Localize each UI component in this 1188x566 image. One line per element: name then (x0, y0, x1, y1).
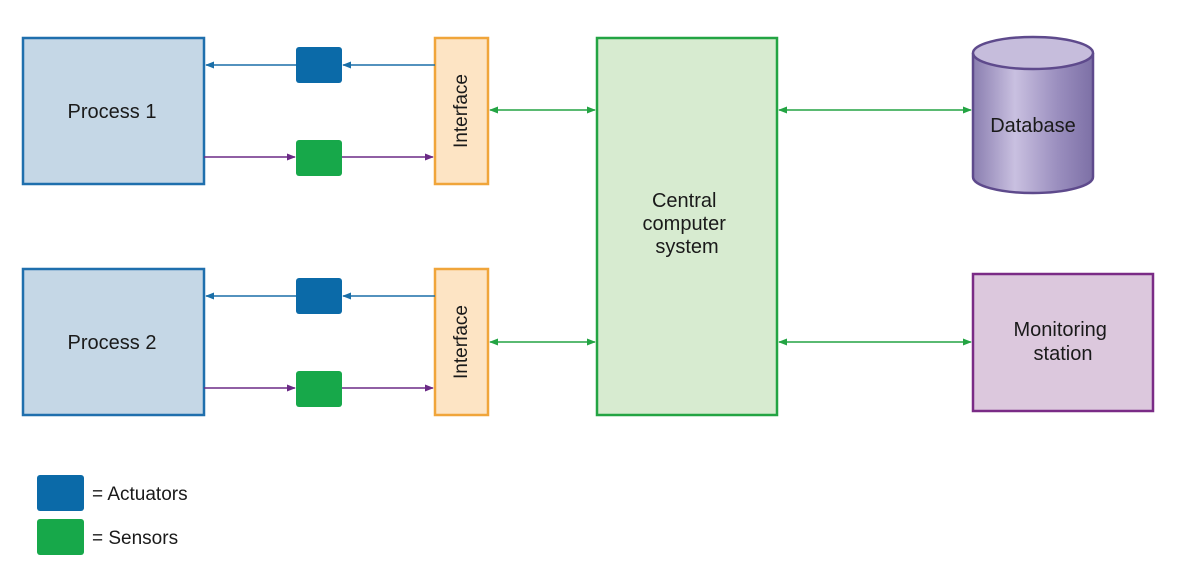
legend-sensor-swatch (37, 519, 84, 555)
monitoring-station-box (971, 272, 1155, 413)
database-cylinder (971, 35, 1095, 195)
monitoring-line-2: station (1034, 343, 1093, 365)
legend: = Actuators = Sensors (37, 475, 188, 555)
central-line-3: system (655, 236, 718, 258)
database-label: Database (990, 115, 1076, 137)
process-2-box (21, 267, 206, 417)
interface-2-box (433, 267, 490, 417)
legend-actuator-swatch (37, 475, 84, 511)
interface-1-box (433, 36, 490, 186)
sensor-2-block (296, 371, 342, 407)
legend-sensors-label: = Sensors (92, 528, 178, 549)
process-2-label: Process 2 (68, 332, 157, 354)
monitoring-line-1: Monitoring (1014, 319, 1107, 341)
central-computer-box (595, 36, 779, 417)
legend-actuators-label: = Actuators (92, 484, 188, 505)
actuator-1-block (296, 47, 342, 83)
central-line-1: Central (652, 190, 716, 212)
process-1-box (21, 36, 206, 186)
central-line-2: computer (643, 213, 727, 235)
central-computer-label: Central computer system (643, 190, 732, 258)
process-1-label: Process 1 (68, 101, 157, 123)
interface-2-label: Interface (451, 305, 472, 379)
monitoring-station-label: Monitoring station (1014, 319, 1113, 365)
sensor-1-block (296, 140, 342, 176)
interface-1-label: Interface (451, 74, 472, 148)
actuator-2-block (296, 278, 342, 314)
